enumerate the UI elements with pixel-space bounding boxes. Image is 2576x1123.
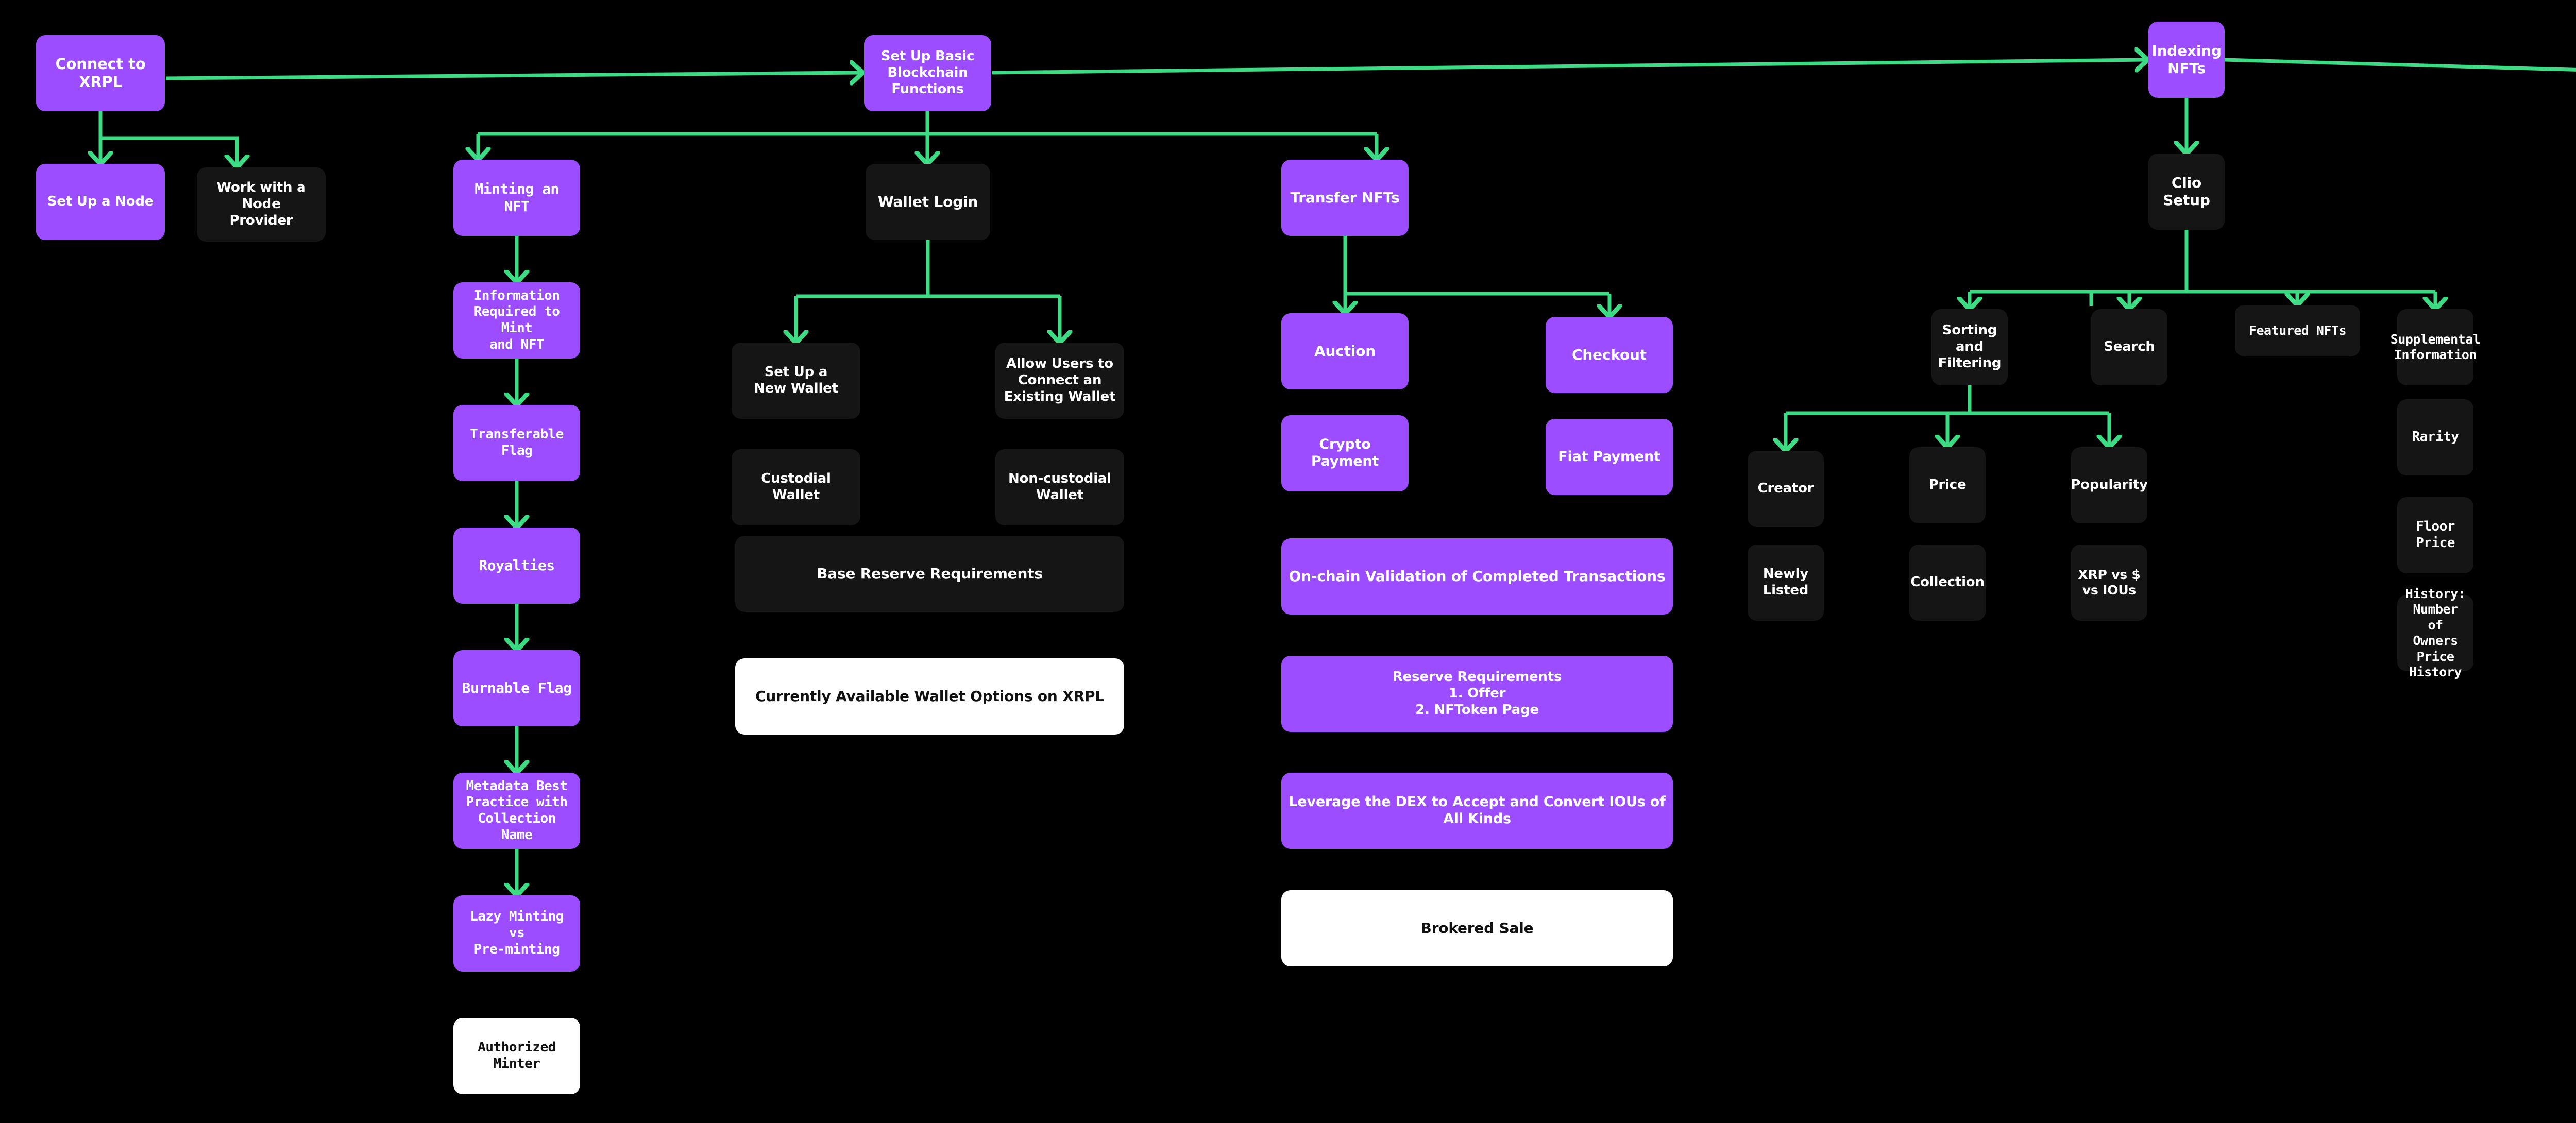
node-popularity[interactable]: Popularity <box>2071 447 2148 523</box>
node-label: Auction <box>1314 342 1376 360</box>
node-label: Royalties <box>479 556 555 574</box>
node-metadata-best-practice-with-collection-name[interactable]: Metadata Best Practice with Collection N… <box>453 773 580 849</box>
node-label: Work with a Node Provider <box>216 180 306 228</box>
node-wallet-login[interactable]: Wallet Login <box>866 164 990 240</box>
node-label: Popularity <box>2071 477 2148 493</box>
node-creator[interactable]: Creator <box>1748 451 1824 527</box>
node-custodial-wallet[interactable]: Custodial Wallet <box>732 449 860 525</box>
node-indexing-nfts[interactable]: Indexing NFTs <box>2148 22 2225 98</box>
node-base-reserve-requirements[interactable]: Base Reserve Requirements <box>735 536 1124 612</box>
node-label: Brokered Sale <box>1420 919 1534 937</box>
edge-clio-bar <box>1968 230 2437 306</box>
edge-basic-functions-bar <box>476 111 1379 155</box>
node-label: Set Up a New Wallet <box>754 364 838 396</box>
node-label: On-chain Validation of Completed Transac… <box>1289 567 1666 585</box>
node-sorting-and-filtering[interactable]: Sorting and Filtering <box>1931 309 2008 385</box>
node-label: XRP vs $ vs IOUs <box>2078 567 2141 598</box>
node-label: Search <box>2104 339 2155 355</box>
edge-connect-fork <box>98 111 239 157</box>
node-label: Clio Setup <box>2163 174 2210 209</box>
node-xrp-vs-dollar-vs-ious[interactable]: XRP vs $ vs IOUs <box>2071 545 2147 621</box>
node-label: Non-custodial Wallet <box>1008 471 1111 503</box>
node-fiat-payment[interactable]: Fiat Payment <box>1546 419 1673 495</box>
node-currently-available-wallet-options-on-xrpl[interactable]: Currently Available Wallet Options on XR… <box>735 658 1124 735</box>
node-search[interactable]: Search <box>2091 309 2167 385</box>
node-label: History: Number of Owners Price History <box>2405 586 2466 680</box>
node-label: Crypto Payment <box>1311 436 1379 469</box>
node-reserve-requirements[interactable]: Reserve Requirements 1. Offer 2. NFToken… <box>1281 656 1673 732</box>
node-featured-nfts[interactable]: Featured NFTs <box>2235 305 2360 356</box>
node-non-custodial-wallet[interactable]: Non-custodial Wallet <box>995 449 1124 525</box>
node-label: Rarity <box>2412 429 2459 445</box>
node-minting-an-nft[interactable]: Minting an NFT <box>453 160 580 236</box>
node-crypto-payment[interactable]: Crypto Payment <box>1281 415 1409 491</box>
node-set-up-a-new-wallet[interactable]: Set Up a New Wallet <box>732 343 860 419</box>
edge-wallet-login-bar <box>794 240 1062 319</box>
node-label: Burnable Flag <box>462 679 572 696</box>
node-supplemental-information[interactable]: Supplemental Information <box>2391 309 2481 385</box>
node-burnable-flag[interactable]: Burnable Flag <box>453 650 580 726</box>
node-label: Connect to XRPL <box>55 55 146 91</box>
node-leverage-the-dex[interactable]: Leverage the DEX to Accept and Convert I… <box>1281 773 1673 849</box>
node-label: Minting an NFT <box>474 180 559 215</box>
node-label: Transferable Flag <box>470 427 564 458</box>
edge-sorting-bar <box>1784 385 2111 433</box>
edge-basic-to-indexing <box>992 60 2144 75</box>
edge-indexing-to-caching <box>2224 58 2576 72</box>
node-clio-setup[interactable]: Clio Setup <box>2148 154 2225 230</box>
node-label: Featured NFTs <box>2248 322 2347 338</box>
node-label: Fiat Payment <box>1558 448 1660 465</box>
node-on-chain-validation-of-completed-transactions[interactable]: On-chain Validation of Completed Transac… <box>1281 538 1673 615</box>
node-label: Transfer NFTs <box>1290 189 1400 206</box>
node-set-up-basic-blockchain-functions[interactable]: Set Up Basic Blockchain Functions <box>864 35 991 111</box>
node-price[interactable]: Price <box>1909 447 1986 523</box>
node-label: Currently Available Wallet Options on XR… <box>755 687 1104 705</box>
node-history[interactable]: History: Number of Owners Price History <box>2397 586 2473 679</box>
node-rarity[interactable]: Rarity <box>2397 399 2473 475</box>
node-label: Newly Listed <box>1762 566 1809 598</box>
node-floor-price[interactable]: Floor Price <box>2397 497 2473 573</box>
node-label: Checkout <box>1572 346 1647 363</box>
node-label: Metadata Best Practice with Collection N… <box>466 778 568 843</box>
node-label: Floor Price <box>2416 519 2455 551</box>
node-label: Information Required to Mint and NFT <box>473 287 560 352</box>
node-label: Authorized Minter <box>478 1040 556 1071</box>
node-collection[interactable]: Collection <box>1909 545 1986 621</box>
node-label: Creator <box>1757 481 1814 497</box>
node-lazy-minting-vs-pre-minting[interactable]: Lazy Minting vs Pre-minting <box>453 895 580 972</box>
node-work-with-a-node-provider[interactable]: Work with a Node Provider <box>197 167 326 242</box>
node-checkout[interactable]: Checkout <box>1546 317 1673 393</box>
node-label: Lazy Minting vs Pre-minting <box>470 909 564 957</box>
node-brokered-sale[interactable]: Brokered Sale <box>1281 890 1673 966</box>
edge-transfer-bar <box>1343 236 1612 312</box>
node-authorized-minter[interactable]: Authorized Minter <box>453 1018 580 1094</box>
node-transferable-flag[interactable]: Transferable Flag <box>453 405 580 481</box>
node-label: Set Up a Node <box>47 194 154 210</box>
edge-connect-to-basic-functions <box>165 73 859 78</box>
node-label: Wallet Login <box>877 193 978 210</box>
node-label: Indexing NFTs <box>2151 42 2222 77</box>
node-label: Allow Users to Connect an Existing Walle… <box>1004 356 1116 404</box>
node-transfer-nfts[interactable]: Transfer NFTs <box>1281 160 1409 236</box>
node-label: Set Up Basic Blockchain Functions <box>880 48 975 97</box>
node-allow-users-to-connect-an-existing-wallet[interactable]: Allow Users to Connect an Existing Walle… <box>995 343 1124 419</box>
node-label: Reserve Requirements 1. Offer 2. NFToken… <box>1392 669 1562 718</box>
node-label: Price <box>1928 477 1967 493</box>
node-information-required-to-mint-and-nft[interactable]: Information Required to Mint and NFT <box>453 282 580 359</box>
node-label: Leverage the DEX to Accept and Convert I… <box>1289 794 1666 827</box>
node-auction[interactable]: Auction <box>1281 313 1409 389</box>
node-connect-to-xrpl[interactable]: Connect to XRPL <box>36 35 165 111</box>
node-set-up-a-node[interactable]: Set Up a Node <box>36 164 165 240</box>
node-label: Base Reserve Requirements <box>817 565 1043 582</box>
node-label: Sorting and Filtering <box>1938 322 2002 371</box>
node-label: Custodial Wallet <box>761 471 831 503</box>
node-newly-listed[interactable]: Newly Listed <box>1748 545 1824 621</box>
node-label: Supplemental Information <box>2390 331 2481 363</box>
node-royalties[interactable]: Royalties <box>453 528 580 604</box>
node-label: Collection <box>1910 574 1985 590</box>
